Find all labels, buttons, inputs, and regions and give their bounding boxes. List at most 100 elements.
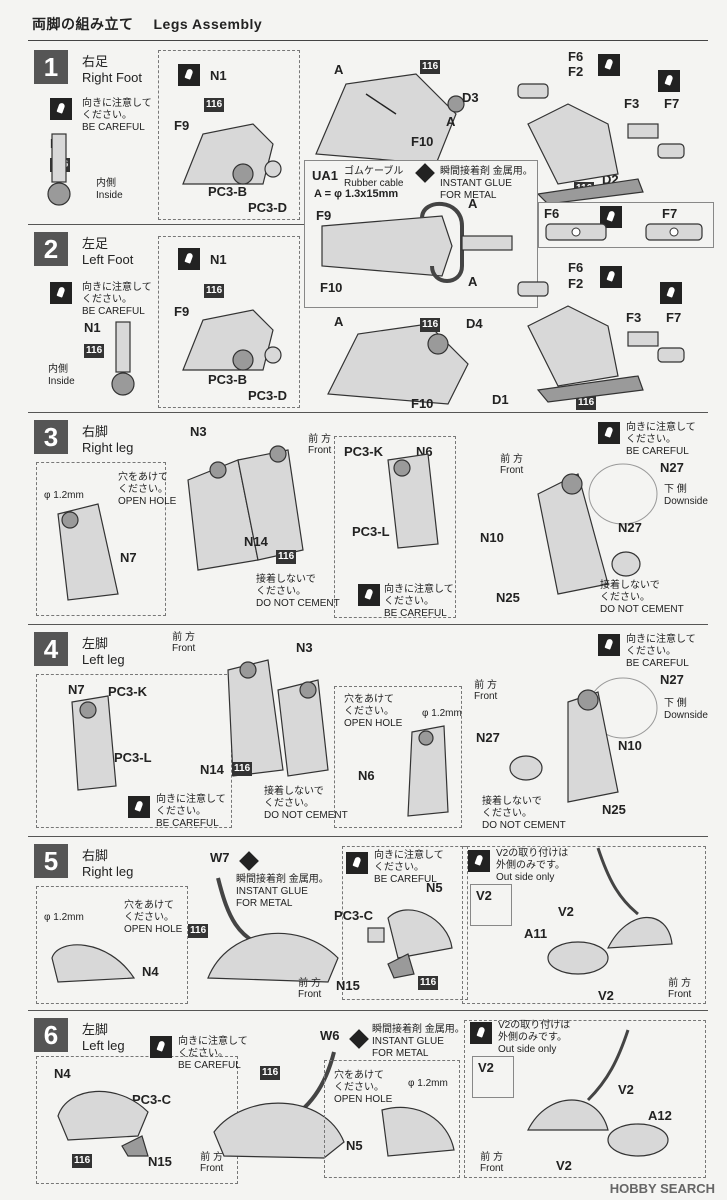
n4-part-drawing (51, 944, 136, 983)
label-n10: N10 (618, 738, 642, 753)
title-jp: 両脚の組み立て (32, 16, 134, 32)
careful-note: 向きに注意して ください。BE CAREFUL (374, 850, 444, 885)
nocement-note: 接着しないで ください。DO NOT CEMENT (600, 580, 684, 615)
caution-icon (468, 850, 490, 872)
glue-note: 瞬間接着剤 金属用。INSTANT GLUE FOR METAL (236, 874, 329, 909)
glue-note: 瞬間接着剤 金属用。INSTANT GLUE FOR METAL (440, 166, 533, 201)
hole-note: 穴をあけて ください。OPEN HOLE (118, 472, 177, 507)
subassembly-box (334, 436, 456, 618)
foot-wire-drawing (213, 1051, 345, 1159)
glue-icon (239, 851, 259, 871)
step-number: 1 (34, 50, 68, 84)
page-header: 両脚の組み立て Legs Assembly (0, 0, 727, 40)
n1-part-drawing (47, 133, 71, 206)
label-n1: N1 (84, 320, 101, 335)
label-f10: F10 (411, 134, 434, 149)
n6-part-drawing (407, 725, 449, 817)
step-number: 3 (34, 420, 68, 454)
foot-assembly-drawing (327, 323, 469, 405)
label-n27: N27 (660, 460, 684, 475)
caution-icon (600, 206, 622, 228)
label-f6: F6 (568, 49, 584, 64)
careful-note: 向きに注意して ください。BE CAREFUL (626, 634, 696, 669)
label-pc3b: PC3-B (208, 184, 248, 199)
label-a: A (446, 114, 456, 129)
v2-box (464, 1020, 706, 1178)
caution-icon (150, 1036, 172, 1058)
n7-part-drawing (71, 695, 117, 791)
label-n25: N25 (602, 802, 626, 817)
label-n7: N7 (68, 682, 85, 697)
caution-icon (346, 852, 368, 874)
label-n7: N7 (120, 550, 137, 565)
label-n25: N25 (496, 590, 520, 605)
n1-part-drawing (111, 321, 135, 396)
label-n4: N4 (54, 1066, 71, 1081)
caution-icon (128, 796, 150, 818)
v2-detail-box (470, 884, 512, 926)
hole-size: φ 1.2mm (408, 1078, 448, 1089)
subassembly-box (158, 236, 300, 408)
title-en: Legs Assembly (153, 16, 263, 32)
n4-part-drawing (57, 1090, 149, 1157)
glue-icon (349, 1029, 369, 1049)
caution-icon (358, 584, 380, 606)
page-title: 両脚の組み立て Legs Assembly (32, 14, 282, 34)
caution-icon (598, 634, 620, 656)
label-d1: D1 (492, 392, 509, 407)
label-f9: F9 (174, 118, 190, 133)
careful-note: 向きに注意して ください。BE CAREFUL (626, 422, 696, 457)
code-tag: 116 (576, 396, 597, 410)
label-v2: V2 (598, 988, 614, 1003)
n6-part-drawing (387, 453, 439, 549)
hole-size: φ 1.2mm (422, 708, 462, 719)
v2-box (462, 846, 706, 1004)
label-a11: A11 (524, 926, 548, 941)
label-f7: F7 (662, 206, 678, 221)
label-pc3d: PC3-D (248, 200, 288, 215)
caution-icon (600, 266, 622, 288)
n27-dome-drawing (588, 463, 658, 525)
label-f9: F9 (174, 304, 190, 319)
step-number: 2 (34, 232, 68, 266)
label-n6: N6 (358, 768, 375, 783)
foot-final-drawing (527, 1029, 669, 1157)
label-a: A (468, 274, 478, 289)
code-tag: 116 (204, 284, 225, 298)
label-n15: N15 (148, 1154, 172, 1169)
n7-part-drawing (57, 503, 119, 601)
caution-icon (598, 422, 620, 444)
code-tag: 116 (276, 550, 297, 564)
foot-final-drawing (517, 83, 685, 205)
label-a: A (334, 314, 344, 329)
label-n27: N27 (476, 730, 500, 745)
label-n14: N14 (200, 762, 224, 777)
n5-part-drawing (381, 1106, 455, 1157)
label-n1: N1 (210, 68, 227, 83)
subassembly-box (158, 50, 300, 220)
leg-shell-drawing (227, 659, 329, 777)
f9-part-drawing (182, 309, 282, 371)
label-n3: N3 (296, 640, 313, 655)
ua1-code: UA1 (312, 168, 339, 183)
hole-note: 穴をあけて ください。OPEN HOLE (344, 694, 403, 729)
label-v2: V2 (618, 1082, 634, 1097)
label-a: A (468, 196, 478, 211)
caution-icon (658, 70, 680, 92)
label-pc3k: PC3-K (108, 684, 148, 699)
label-f6: F6 (568, 260, 584, 275)
label-n3: N3 (190, 424, 207, 439)
label-f7: F7 (666, 310, 682, 325)
label-n5: N5 (346, 1138, 363, 1153)
caution-icon (598, 54, 620, 76)
